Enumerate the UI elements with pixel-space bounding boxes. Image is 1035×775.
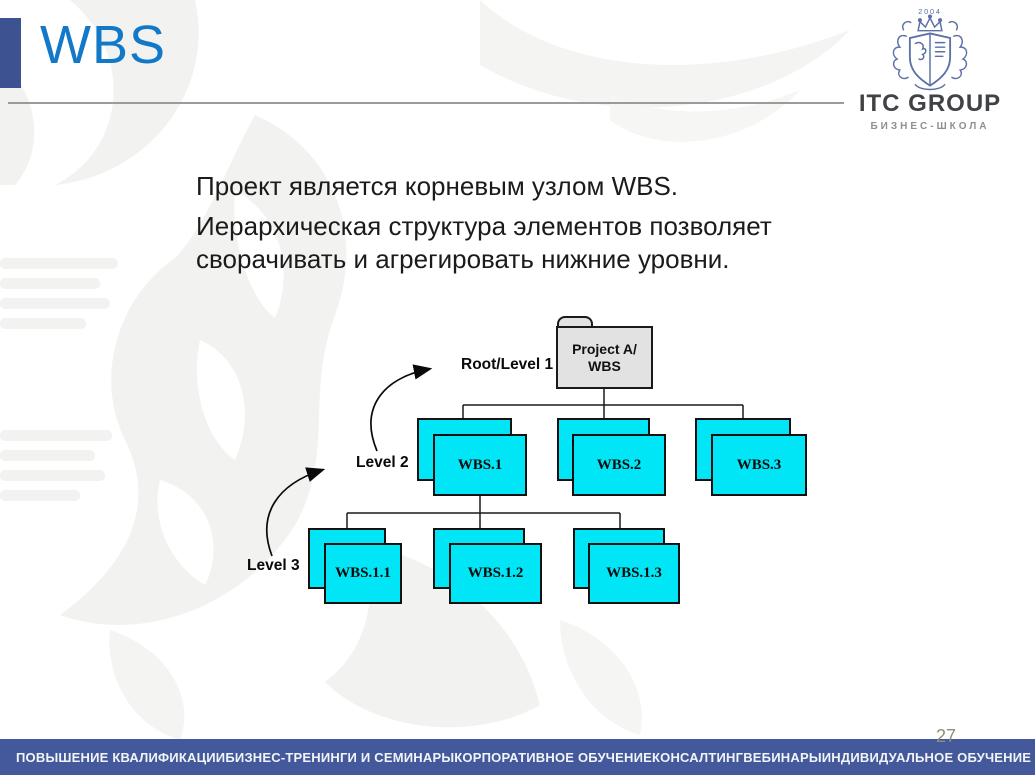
- label-root-level1: Root/Level 1: [461, 356, 554, 373]
- page-number: 27: [936, 726, 957, 746]
- arrow-to-root-level1: [370, 364, 433, 452]
- label-level3: Level 3: [247, 557, 300, 574]
- footer-bar: ПОВЫШЕНИЕ КВАЛИФИКАЦИИ БИЗНЕС-ТРЕНИНГИ И…: [0, 739, 1035, 775]
- root-node-label-line1: Project A/: [572, 340, 637, 357]
- footer-item: ПОВЫШЕНИЕ КВАЛИФИКАЦИИ: [16, 749, 226, 765]
- footer-item: КОНСАЛТИНГ: [652, 749, 744, 765]
- footer-item: БИЗНЕС-ТРЕНИНГИ И СЕМИНАРЫ: [225, 749, 455, 765]
- node-wbs3: WBS.3: [711, 434, 807, 496]
- node-wbs1: WBS.1: [433, 434, 527, 496]
- node-wbs2: WBS.2: [572, 434, 666, 496]
- node-wbs13: WBS.1.3: [588, 543, 680, 604]
- footer-item: КОРПОРАТИВНОЕ ОБУЧЕНИЕ: [454, 749, 652, 765]
- root-node-project-wbs: Project A/ WBS: [556, 326, 653, 389]
- node-wbs12: WBS.1.2: [449, 543, 542, 604]
- root-node-label-line2: WBS: [588, 357, 621, 374]
- footer-item: ИНДИВИДУАЛЬНОЕ ОБУЧЕНИЕ: [821, 749, 1032, 765]
- logo-name: ITC GROUP: [858, 90, 1002, 117]
- crest-icon: 2004: [892, 7, 968, 91]
- itc-group-logo: 2004 ITC GROUP БИЗНЕС-ШКОЛА: [841, 6, 1019, 132]
- footer-item: ВЕБИНАРЫ: [743, 749, 822, 765]
- label-level2: Level 2: [356, 454, 409, 471]
- header-divider: [8, 102, 844, 104]
- logo-subtitle: БИЗНЕС-ШКОЛА: [870, 121, 990, 132]
- svg-text:2004: 2004: [918, 7, 942, 16]
- node-wbs11: WBS.1.1: [324, 543, 402, 604]
